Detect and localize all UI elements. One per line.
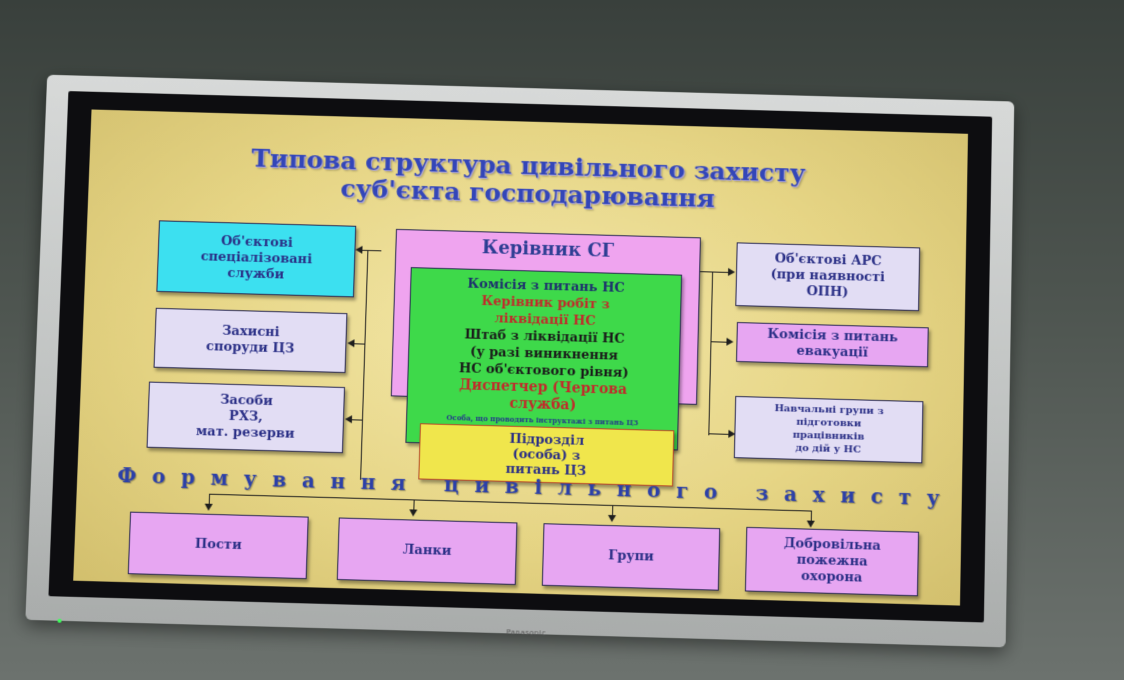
right-box-3: Навчальні групи з підготовки працівників… <box>733 395 924 464</box>
left-connector-vertical <box>360 249 369 480</box>
left-box-2: Захисні споруди ЦЗ <box>153 307 348 374</box>
formation-letter: о <box>703 479 718 504</box>
head-title: Керівник СГ <box>481 237 615 262</box>
right-connector-vertical <box>708 271 714 436</box>
left-box-3: Засоби РХЗ, мат. резерви <box>146 381 346 454</box>
formation-letter: м <box>210 465 229 491</box>
right-arrow-1 <box>727 267 736 277</box>
bottom-box-2-line-1: Ланки <box>402 542 452 559</box>
bottom-arrow-3 <box>607 514 617 523</box>
formation-letter <box>421 471 429 495</box>
power-led-icon <box>57 618 62 623</box>
formation-letter: т <box>898 484 912 510</box>
tv-bezel: Типова структура цивільного захисту суб'… <box>25 74 1015 648</box>
formation-letter: р <box>180 464 196 490</box>
formation-letter: г <box>675 478 689 504</box>
formation-letter: н <box>616 476 632 502</box>
formation-letter <box>733 480 741 504</box>
bottom-arrow-2 <box>409 509 418 517</box>
left-box-2-line-2: споруди ЦЗ <box>205 339 295 357</box>
bottom-box-4-line-3: охорона <box>801 568 863 586</box>
bottom-arrow-4 <box>806 520 815 528</box>
formation-letter: о <box>151 463 166 489</box>
formation-letter: о <box>646 477 661 503</box>
left-box-1: Об'єктові спеціалізовані служби <box>156 220 357 298</box>
right-box-2-line-1: Комісія з питань <box>767 326 898 346</box>
left-box-1-line-2: спеціалізовані <box>200 249 313 268</box>
formation-letter: а <box>301 468 316 493</box>
right-box-2-line-2: евакуації <box>796 343 869 361</box>
formation-letter: с <box>870 484 884 509</box>
left-arrow-3 <box>344 415 353 424</box>
right-box-1-line-3: ОПН) <box>806 284 849 301</box>
formation-letter: я <box>390 470 407 496</box>
formation-letter: л <box>557 475 573 500</box>
formation-letter: в <box>271 467 287 492</box>
bottom-box-1-line-1: Пости <box>194 536 242 554</box>
formation-letter: н <box>329 468 346 494</box>
formation-letter: и <box>840 483 856 508</box>
right-arrow-2 <box>726 337 734 346</box>
formation-letter: в <box>504 473 520 499</box>
right-box-2: Комісія з питань евакуації <box>736 322 929 368</box>
right-connector-top <box>700 271 729 273</box>
bottom-box-4: Добровільна пожежна охорона <box>744 526 920 597</box>
formation-letter: Ф <box>116 462 137 488</box>
formation-letter: а <box>783 481 798 507</box>
slide-screen: Типова структура цивільного захисту суб'… <box>73 109 968 606</box>
left-arrow-2 <box>347 339 355 348</box>
right-box-1-line-2: (при наявності <box>770 267 886 286</box>
left-box-3-line-2: РХЗ, <box>228 408 264 425</box>
right-box-3-line-4: до дій у НС <box>795 442 862 456</box>
right-connector-mid <box>710 341 727 343</box>
bottom-box-4-line-2: пожежна <box>796 552 868 570</box>
left-connector-top <box>361 249 382 252</box>
left-arrow-1 <box>355 245 363 254</box>
formation-letter: х <box>812 482 825 507</box>
bottom-box-1: Пости <box>127 511 309 580</box>
bottom-box-2: Ланки <box>336 517 518 586</box>
formation-letter: ь <box>587 476 602 501</box>
left-connector-low <box>351 419 363 421</box>
formation-letter: и <box>474 472 490 498</box>
bottom-box-3-line-1: Групи <box>608 548 655 565</box>
left-box-3-line-1: Засоби <box>219 392 274 410</box>
formation-letter: н <box>360 469 376 495</box>
bottom-arrow-1 <box>204 503 213 511</box>
left-box-3-line-3: мат. резерви <box>195 423 295 442</box>
formation-letter: у <box>243 466 257 491</box>
formation-letter: і <box>534 474 543 499</box>
center-line-8: служба) <box>509 395 577 414</box>
left-connector-mid <box>354 343 365 345</box>
left-box-1-line-3: служби <box>227 265 285 283</box>
tv-frame: Типова структура цивільного захисту суб'… <box>48 91 993 637</box>
formation-letter: ц <box>443 472 460 497</box>
right-box-1: Об'єктові АРС (при наявності ОПН) <box>735 242 921 312</box>
bottom-box-3: Групи <box>541 523 721 591</box>
formation-letter: з <box>755 480 769 506</box>
left-box-2-line-1: Захисні <box>221 323 280 341</box>
formation-letter: у <box>926 485 940 511</box>
tv-brand-logo: Panasonic <box>506 628 547 638</box>
right-connector-low <box>708 433 731 435</box>
